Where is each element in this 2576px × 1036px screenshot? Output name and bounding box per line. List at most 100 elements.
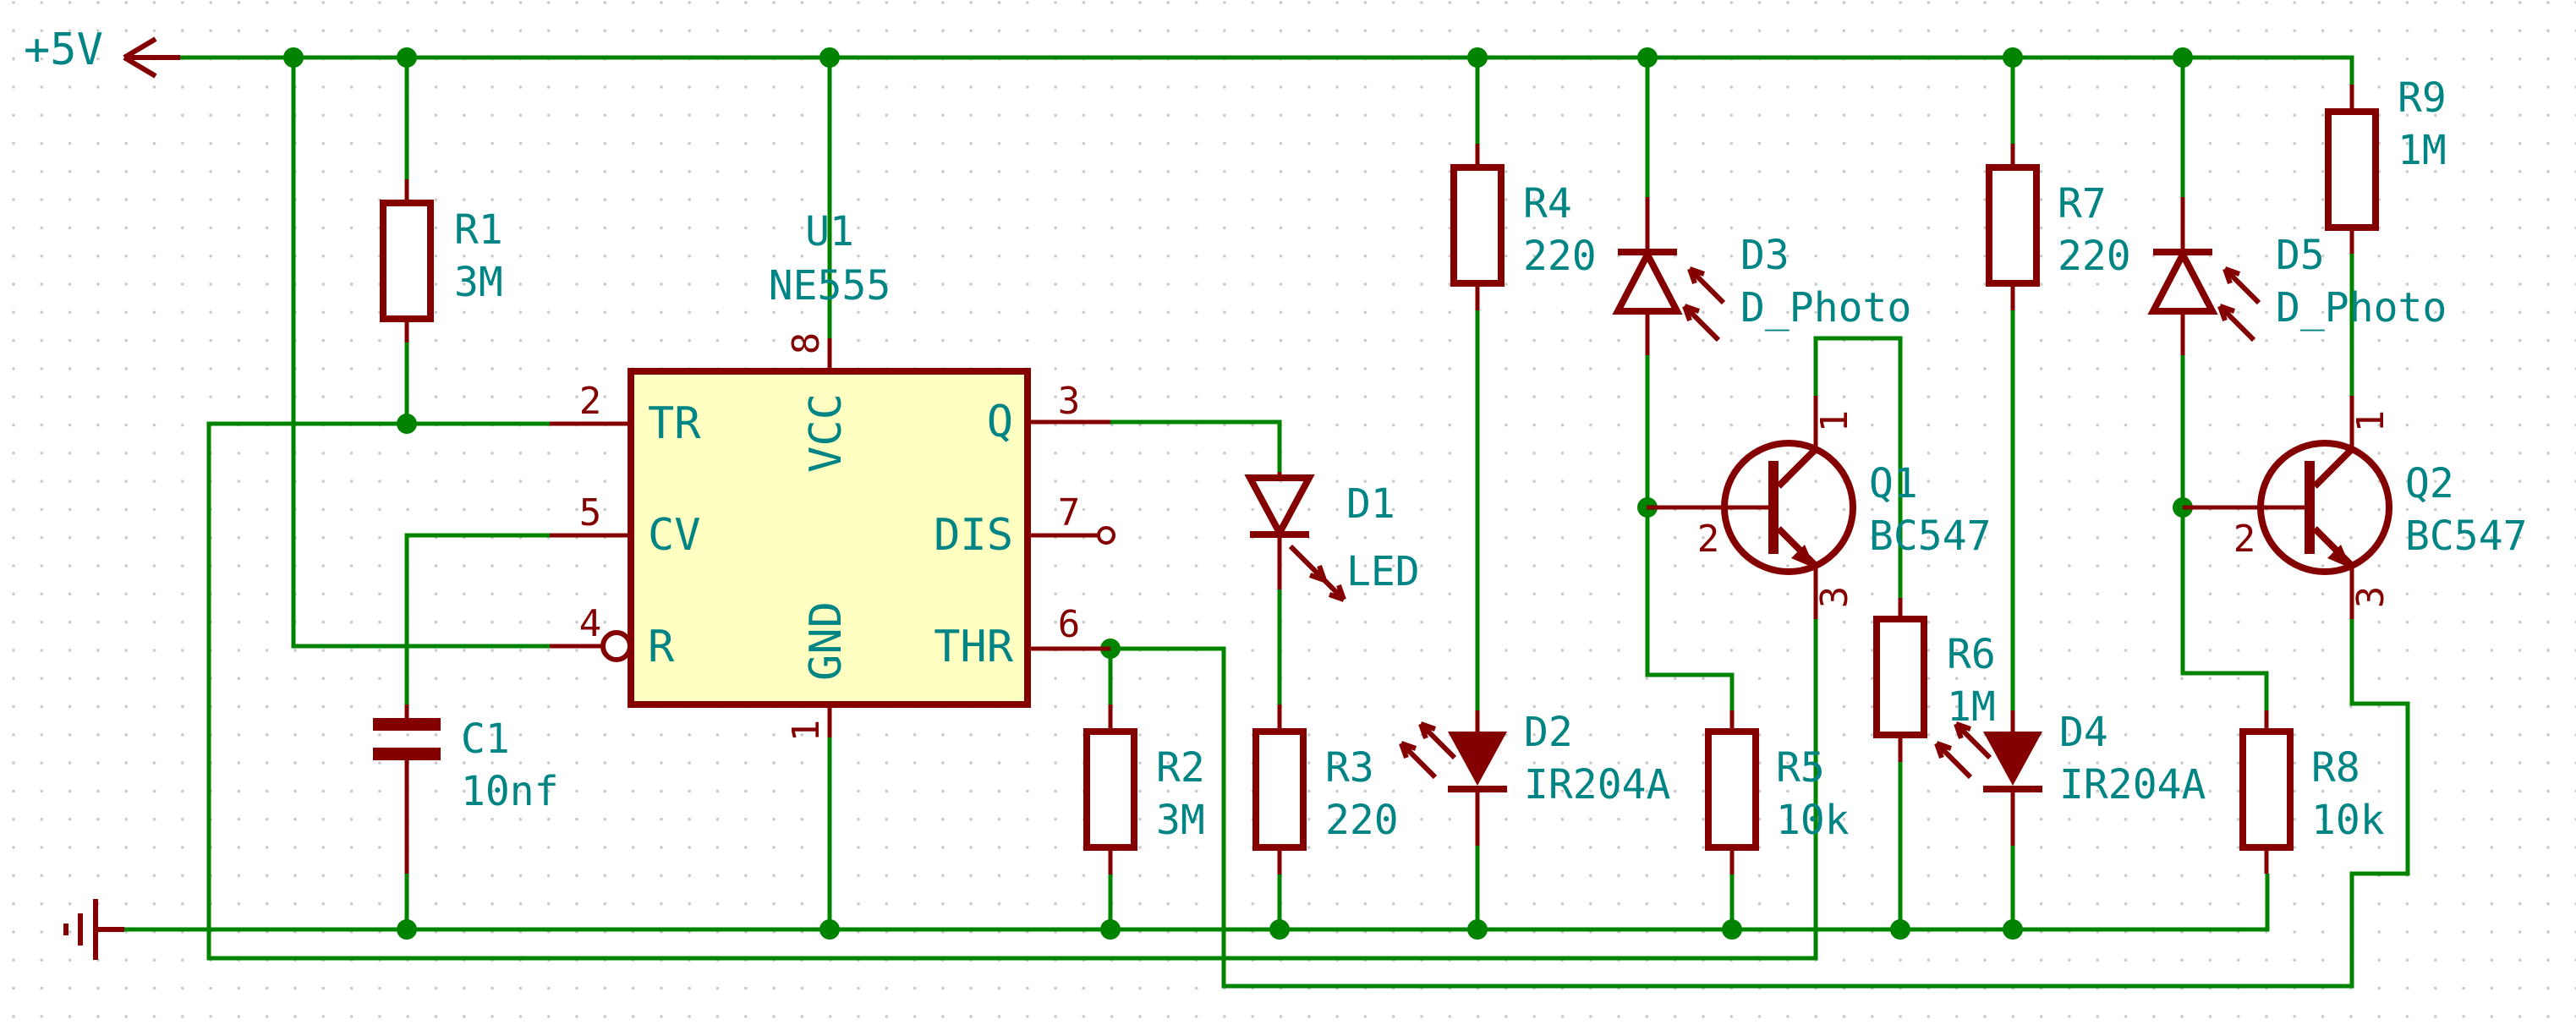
ic-ref: U1 [805,208,854,255]
capacitor-C1: C1 10nf [373,704,559,874]
pin-number: 5 [579,491,602,534]
diode-triangle [1244,474,1315,540]
pin-number: 8 [785,332,828,355]
pin-number: 3 [1813,586,1856,609]
emitter-arrow-icon [1791,545,1815,568]
resistor-ref: R2 [1156,744,1205,792]
resistor-R9: R9 1M [2325,74,2447,254]
wire-thr-net [1110,619,2410,989]
ground-symbol [63,899,124,960]
power-flag-plus5v: +5V [24,25,180,79]
resistor-value: 220 [1325,797,1399,844]
led-emission-arrows-icon [1399,721,1457,780]
resistor-value: 3M [454,259,503,306]
base-bar [1768,461,1779,554]
wire-base1-to-r5 [1645,507,1735,710]
junction-dot [1637,47,1658,68]
diode-triangle [1983,732,2042,786]
resistor-ref: R8 [2311,744,2360,792]
photo-incident-arrows-icon [2217,266,2261,343]
diode-value: D_Photo [1740,284,1911,332]
resistor-R1: R1 3M [380,179,503,343]
resistor-body [2325,108,2379,231]
resistor-body [2239,728,2294,851]
junction-dot [2003,47,2023,68]
wire-tr-net [206,421,1818,961]
ic-U1-NE555: 2 5 4 3 7 6 8 1 TR CV R Q DIS THR VCC GN… [550,208,1115,743]
resistor-R2: R2 3M [1083,704,1205,874]
pin-name: Q [987,397,1013,447]
pin-number: 3 [2349,586,2392,609]
resistor-body [1986,164,2040,287]
resistor-value: 1M [2398,127,2447,174]
pin-number: 7 [1058,491,1081,534]
junction-dot [1722,919,1742,940]
pin-number: 4 [579,602,602,645]
capacitor-plate [373,718,441,731]
led-emission-arrows-icon [1934,721,1992,780]
pin-name: DIS [934,510,1013,561]
resistor-value: 10k [1776,797,1850,844]
pin-number: 1 [785,720,828,743]
resistor-body [1252,728,1307,851]
ir-led-D4: D4 IR204A [1934,709,2206,846]
ground-icon [63,899,124,960]
photo-incident-arrows-icon [1682,266,1726,343]
resistor-ref: R5 [1776,744,1825,792]
pin-number: 3 [1058,380,1081,423]
transistor-ref: Q2 [2405,460,2454,507]
pin-number: 2 [1697,518,1720,561]
ir-led-D2: D2 IR204A [1399,709,1670,846]
pin-number: 1 [1813,410,1856,433]
resistor-R5: R5 10k [1705,710,1850,874]
resistor-body [1705,728,1759,851]
pin-name: THR [934,622,1014,672]
resistor-ref: R7 [2058,180,2107,227]
diode-value: IR204A [2059,761,2206,809]
transistor-Q1: 1 2 3 Q1 BC547 [1647,396,1992,619]
wire-5v-rail [180,55,2354,85]
junction-dot [2003,919,2023,940]
junction-dot [1467,919,1488,940]
diode-triangle [1612,247,1683,315]
wires [124,55,2410,989]
wire-q-output [1110,419,1282,472]
led-emission-arrows-icon [1288,544,1346,602]
pin-number: 2 [579,380,602,423]
junction-dot [819,919,840,940]
resistor-R7: R7 220 [1986,144,2131,310]
capacitor-value: 10nf [461,768,559,815]
capacitor-plate [373,748,441,760]
diode-ref: D2 [1524,709,1573,756]
diode-value: IR204A [1524,761,1670,809]
junction-dot [1890,919,1910,940]
pin-dis-unconnected-icon [1097,526,1115,545]
resistor-ref: R9 [2398,74,2447,122]
diode-ref: D1 [1346,480,1395,528]
photodiode-D3: D3 D_Photo [1612,197,1911,355]
resistor-body [1450,164,1504,287]
capacitor-ref: C1 [461,715,510,763]
junction-dot [397,47,417,68]
junction-dots [283,47,2193,940]
resistor-ref: R4 [1523,180,1572,227]
resistor-body [1083,728,1137,851]
pin-number: 6 [1058,603,1081,646]
pin-name: CV [648,510,701,561]
junction-dot [819,47,840,68]
junction-dot [2173,47,2193,68]
resistor-body [380,200,434,322]
wire-q1-collector-to-r6 [1813,336,1903,598]
power-arrow-icon [123,36,180,79]
transistor-ref: Q1 [1869,460,1918,507]
transistor-Q2: 1 2 3 Q2 BC547 [2183,396,2528,619]
resistor-ref: R3 [1325,744,1374,792]
pin-number: 1 [2349,410,2392,433]
diode-value: D_Photo [2276,284,2447,332]
pin-number: 2 [2233,518,2256,561]
transistor-value: BC547 [2405,513,2528,560]
resistor-body [1873,616,1927,738]
resistor-R3: R3 220 [1252,704,1399,874]
